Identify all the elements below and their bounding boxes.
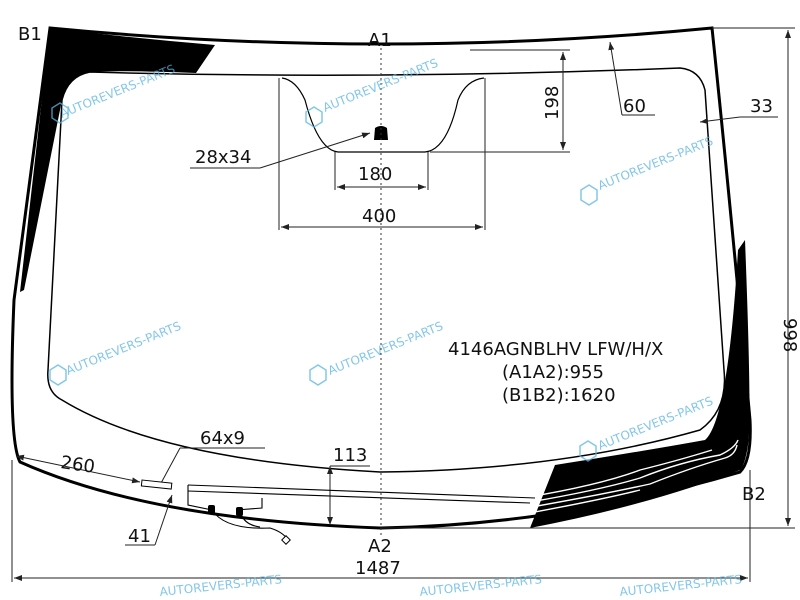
watermark-logo-icons — [49, 102, 598, 462]
connector-1 — [208, 505, 215, 514]
dim-side-band: 33 — [750, 96, 773, 117]
logo-icon — [579, 440, 597, 462]
watermark-text: AUTOREVERS-PARTS — [159, 572, 283, 599]
logo-icon — [309, 364, 327, 386]
point-b1: B1 — [18, 24, 42, 45]
dim-sensor-width-top: 400 — [362, 206, 396, 227]
connector-2 — [236, 507, 243, 516]
heating-lines — [523, 439, 739, 515]
dim-total-height: 998 — [779, 318, 800, 352]
dim-total-width: 1487 — [355, 558, 401, 579]
dim-top-band: 60 — [623, 96, 646, 117]
watermark-text: AUTOREVERS-PARTS — [596, 134, 715, 193]
dim-sensor-width-bottom: 180 — [358, 164, 392, 185]
glass-b1b2: (B1B2):1620 — [502, 385, 616, 406]
dim-pad-size: 64x9 — [200, 428, 245, 449]
plug — [281, 535, 291, 545]
watermark-text: AUTOREVERS-PARTS — [321, 56, 440, 115]
point-b2: B2 — [742, 484, 766, 505]
point-a1: A1 — [368, 30, 392, 51]
watermarks: AUTOREVERS-PARTS AUTOREVERS-PARTS AUTORE… — [58, 56, 743, 599]
watermark-text: AUTOREVERS-PARTS — [619, 572, 743, 599]
frit-bottom-right — [530, 240, 750, 528]
dim-bottom-band: 113 — [333, 445, 367, 466]
dim-pad-offset: 260 — [59, 452, 96, 478]
watermark-text: AUTOREVERS-PARTS — [326, 319, 445, 378]
dim-sensor-size: 28x34 — [195, 147, 251, 168]
watermark-text: AUTOREVERS-PARTS — [64, 319, 183, 378]
sensor-area — [281, 77, 485, 153]
dim-sensor-height: 198 — [542, 86, 563, 120]
logo-icon — [49, 364, 67, 386]
watermark-text: AUTOREVERS-PARTS — [419, 572, 543, 599]
dimension-lines — [11, 27, 795, 582]
logo-icon — [305, 106, 323, 128]
glass-a1a2: (A1A2):955 — [502, 362, 604, 383]
dim-pad-distance: 41 — [128, 526, 151, 547]
logo-icon — [51, 102, 69, 124]
point-a2: A2 — [368, 536, 392, 557]
antenna-lines — [187, 484, 536, 541]
logo-icon — [580, 184, 598, 206]
viewing-area-outline — [47, 67, 726, 473]
glass-code: 4146AGNBLHV LFW/H/X — [448, 339, 663, 360]
frit-left-band — [20, 28, 215, 292]
pad-rect — [140, 479, 173, 490]
